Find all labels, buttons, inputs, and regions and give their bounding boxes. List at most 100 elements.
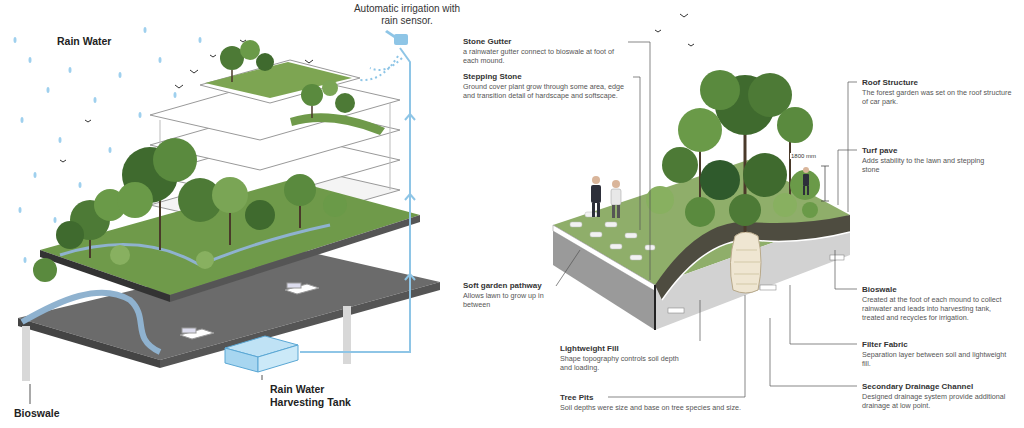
rain-drops-part	[199, 37, 202, 43]
deck-trees-part	[196, 251, 214, 269]
callout-note: Designed drainage system provide additio…	[862, 392, 1012, 410]
people-part	[592, 176, 600, 184]
roof-gardens-part	[335, 93, 355, 113]
rain-drops-part	[109, 147, 112, 153]
tree-pit-part	[734, 250, 760, 284]
rain-drops-part	[69, 67, 72, 73]
stepping-stones-part	[590, 232, 602, 237]
rain-drops-part	[94, 97, 97, 103]
cars-part	[180, 329, 214, 339]
birds	[60, 14, 694, 162]
section-trees-part	[790, 170, 820, 200]
roof-gardens-part	[301, 84, 323, 106]
deck-trees-part	[284, 174, 316, 206]
leader-lines-part	[556, 250, 580, 286]
tree-pit-part	[730, 232, 761, 293]
deck-trees-part	[323, 193, 347, 217]
bioswale-leader	[30, 384, 31, 404]
deck-trees-part	[153, 138, 197, 182]
callout-label: Rain Water Harvesting Tank	[268, 382, 372, 409]
callout-note: Separation layer between soil and lightw…	[862, 350, 1012, 368]
birds-part	[688, 44, 694, 46]
leader-lines-part	[770, 318, 857, 386]
dimension-line-part	[821, 201, 829, 202]
deck-trees-part	[117, 182, 153, 218]
people-part	[803, 186, 805, 195]
callout-heading: Roof Structure	[862, 78, 918, 88]
roof-gardens-part	[240, 40, 260, 60]
callout-heading: Bioswale	[862, 285, 897, 295]
callout-heading: Filter Fabric	[862, 340, 908, 350]
callout-note: The forest garden was set on the roof st…	[862, 88, 1012, 106]
rain-drops-part	[54, 217, 57, 223]
dimension-line-part	[821, 166, 829, 167]
section-block-part	[830, 255, 844, 260]
bioswale-leader-part	[30, 384, 31, 404]
section-trees	[646, 70, 820, 232]
callout-heading: Stepping Stone	[463, 72, 522, 82]
stepping-stones-part	[610, 244, 622, 249]
section-block-part	[662, 232, 850, 300]
rain-drops-part	[34, 172, 37, 178]
stepping-stones-part	[605, 222, 617, 227]
irrigation-pipe	[300, 48, 415, 352]
section-trees-part	[678, 108, 722, 152]
birds-part	[175, 85, 183, 88]
rain-drops-part	[21, 117, 24, 123]
callout-heading: Soft garden pathway	[463, 281, 542, 291]
cars-part	[287, 283, 301, 288]
birds-part	[60, 160, 66, 162]
dimension-line	[821, 166, 829, 201]
deck-trees-part	[33, 258, 57, 282]
callout-note: a rainwater gutter connect to bioswale a…	[463, 47, 623, 65]
watering-can-icon-part	[385, 30, 396, 38]
irrigation-pipe-part	[405, 114, 415, 280]
dimension-line-part	[825, 166, 826, 201]
rain-drops-part	[174, 92, 177, 98]
section-trees-part	[743, 153, 787, 197]
callout-label: Automatic irrigation with rain sensor.	[345, 2, 469, 28]
section-trees-part	[685, 197, 715, 227]
car-park-slab-part	[343, 306, 351, 364]
leader-lines-part	[848, 82, 857, 212]
section-block-part	[668, 308, 684, 313]
roof-gardens-part	[256, 53, 274, 71]
people-part	[807, 186, 809, 195]
harvesting-tank-part	[225, 348, 258, 372]
stepping-stones-part	[585, 212, 597, 217]
callout-note: Soil depths were size and base on tree s…	[560, 403, 741, 412]
building-floors-part	[390, 103, 391, 190]
section-block-part	[760, 285, 776, 290]
rain-drops-part	[139, 112, 142, 118]
section-trees-part	[773, 193, 797, 217]
green-roof-deck-part	[40, 250, 170, 302]
section-block-part	[654, 285, 656, 330]
section-trees-part	[700, 70, 740, 110]
people	[591, 167, 809, 218]
watering-can-icon	[385, 30, 408, 45]
section-trees-part	[802, 202, 818, 218]
callout-heading: Lightweight Fill	[560, 344, 619, 354]
birds-part	[190, 70, 198, 73]
deck-trees	[33, 138, 347, 282]
stepping-stones-part	[625, 233, 637, 238]
people-part	[617, 205, 620, 218]
car-park-slab-part	[22, 293, 160, 352]
people-part	[611, 189, 621, 205]
people-part	[803, 167, 809, 173]
harvesting-tank-part	[258, 345, 298, 372]
callout-heading: Secondary Drainage Channel	[862, 382, 973, 392]
section-block-part	[553, 225, 655, 291]
section-block-part	[553, 225, 655, 330]
deck-trees-part	[245, 200, 275, 230]
rain-drops-part	[24, 257, 27, 263]
deck-trees-part	[110, 245, 130, 265]
stepping-stones-part	[570, 222, 582, 227]
roof-gardens-part	[231, 70, 233, 82]
people-part	[612, 205, 615, 218]
rain-drops-part	[59, 137, 62, 143]
callout-heading: Turf pave	[862, 146, 897, 156]
car-park-slab-part	[160, 282, 440, 368]
watering-can-icon-part	[394, 34, 408, 45]
